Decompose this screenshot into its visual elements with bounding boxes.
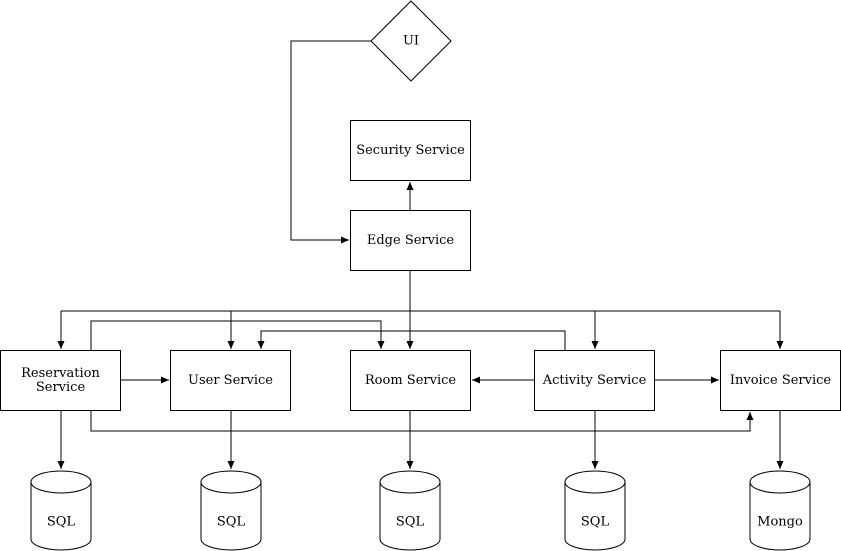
activity-database-icon: SQL: [564, 470, 626, 551]
reservation-database-icon: SQL: [30, 470, 92, 551]
user-database-icon: SQL: [200, 470, 262, 551]
room-service-box: Room Service: [350, 350, 471, 411]
reservation-database-label: SQL: [47, 515, 76, 530]
activity-service-box: Activity Service: [534, 350, 655, 411]
room-service-label: Room Service: [365, 373, 456, 388]
user-service-box: User Service: [170, 350, 291, 411]
reservation-service-label-line1: Reservation: [21, 366, 100, 381]
security-service-box: Security Service: [350, 120, 471, 181]
edge-service-box: Edge Service: [350, 210, 471, 271]
activity-database-label: SQL: [581, 515, 610, 530]
room-database-label: SQL: [396, 515, 425, 530]
invoice-database-label: Mongo: [757, 515, 803, 530]
connector-reservation-to-room: [90, 320, 385, 350]
ui-label: UI: [403, 34, 419, 49]
user-database-label: SQL: [217, 515, 246, 530]
ui-node: UI: [370, 0, 452, 82]
connector-reservation-to-invoice: [90, 410, 754, 432]
invoice-service-label: Invoice Service: [730, 373, 832, 388]
invoice-database-icon: Mongo: [749, 470, 811, 551]
connector-ui-to-edge: [290, 40, 371, 244]
room-database-icon: SQL: [379, 470, 441, 551]
reservation-service-label-line2: Service: [36, 380, 86, 395]
user-service-label: User Service: [188, 373, 273, 388]
invoice-service-box: Invoice Service: [720, 350, 841, 411]
security-service-label: Security Service: [356, 143, 465, 158]
connector-activity-to-user: [257, 330, 566, 350]
edge-service-label: Edge Service: [367, 233, 455, 248]
reservation-service-box: Reservation Service: [0, 350, 121, 411]
activity-service-label: Activity Service: [542, 373, 647, 388]
